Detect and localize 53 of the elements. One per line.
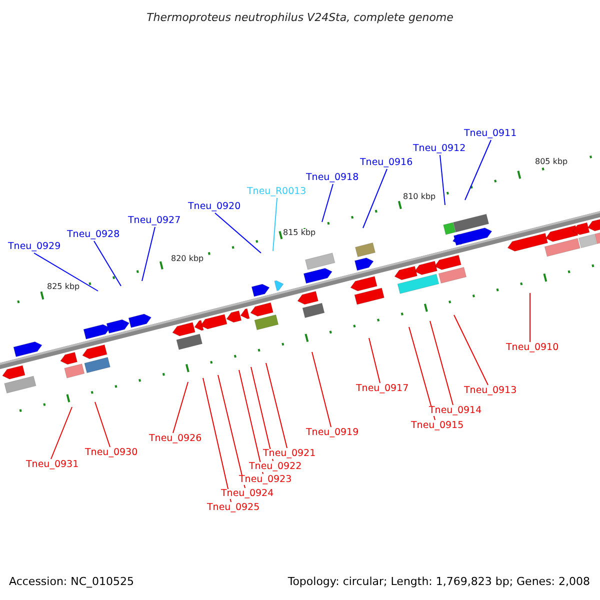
gene-label: Tneu_0918 (306, 173, 359, 182)
gene-label: Tneu_0919 (306, 428, 359, 438)
leader-line (50, 406, 72, 460)
leader-line (214, 212, 262, 254)
gene-label: Tneu_0927 (128, 216, 181, 226)
gene-label: Tneu_0929 (8, 242, 61, 252)
leader-line (322, 184, 334, 222)
leader-line (368, 338, 380, 384)
leader-line (218, 374, 246, 488)
gene-label: Tneu_R0013 (247, 187, 306, 196)
leader-line (440, 154, 446, 206)
leader-line (454, 314, 488, 386)
gene-label: Tneu_0928 (67, 230, 120, 240)
scale-label: 805 kbp (535, 158, 568, 166)
gene-label: Tneu_0926 (149, 434, 202, 444)
gene-label: Tneu_0917 (356, 384, 409, 394)
leader-line (362, 168, 388, 228)
gene-label: Tneu_0930 (85, 448, 138, 458)
gene-label: Tneu_0931 (26, 460, 79, 470)
gene-label: Tneu_0910 (506, 343, 559, 352)
leader-line (172, 382, 188, 434)
leader-line (202, 378, 232, 502)
scale-label: 815 kbp (283, 229, 316, 237)
leader-line (464, 140, 492, 200)
leader-line (266, 362, 288, 448)
gene-label: Tneu_0922 (249, 462, 302, 472)
gene-label: Tneu_0921 (263, 449, 316, 458)
leader-line (34, 252, 98, 292)
gene-label: Tneu_0916 (360, 158, 413, 168)
scale-label: 820 kbp (171, 255, 204, 263)
leader-line (238, 370, 264, 474)
genome-info-text: Topology: circular; Length: 1,769,823 bp; Genes: 2,008 (288, 576, 590, 587)
gene-label: Tneu_0923 (239, 475, 292, 484)
title: Thermoproteus neutrophilus V24Sta, complete genome (146, 12, 454, 23)
gene-label: Tneu_0920 (188, 202, 241, 212)
gene-label: Tneu_0915 (411, 421, 464, 430)
leader-line (312, 352, 332, 428)
scale-label: 825 kbp (47, 283, 80, 291)
gene-label: Tneu_0925 (207, 503, 260, 512)
leader-line (408, 326, 436, 420)
leader-line (250, 366, 274, 462)
leader-line (94, 240, 122, 286)
leader-line (142, 226, 156, 282)
leader-line (430, 320, 454, 406)
gene-label: Tneu_0924 (221, 489, 274, 498)
gene-label: Tneu_0913 (464, 386, 517, 396)
leader-line (94, 402, 110, 448)
accession-text: Accession: NC_010525 (9, 576, 134, 587)
leader-line (272, 198, 278, 252)
gene-label: Tneu_0912 (413, 144, 466, 154)
scale-label: 810 kbp (403, 193, 436, 201)
gene-label: Tneu_0911 (464, 129, 517, 138)
gene-label: Tneu_0914 (429, 406, 482, 416)
